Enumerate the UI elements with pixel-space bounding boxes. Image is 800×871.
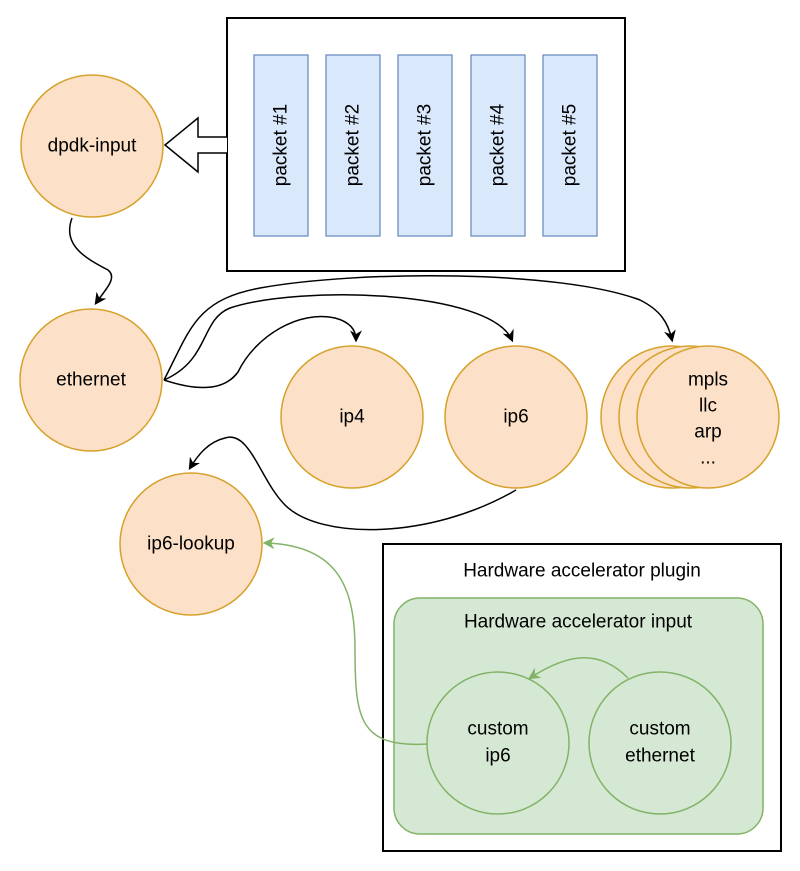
packet-2-label: packet #2 xyxy=(343,104,364,186)
node-ethernet: ethernet xyxy=(19,308,163,452)
edge-ip6-to-ip6-lookup xyxy=(188,436,517,531)
node-custom-ethernet-label-1: ethernet xyxy=(625,746,695,767)
packet-2 xyxy=(325,54,381,237)
node-ip4: ip4 xyxy=(280,345,424,489)
node-others-label-0: mpls xyxy=(688,370,728,391)
node-ip6: ip6 xyxy=(444,345,588,489)
packet-5-label: packet #5 xyxy=(560,104,581,186)
node-custom-ethernet: custom ethernet xyxy=(588,671,732,815)
node-ip6-label: ip6 xyxy=(503,407,528,428)
node-others-label-2: arp xyxy=(694,422,721,443)
edge-ethernet-to-ip4 xyxy=(163,315,362,389)
node-custom-ip6: custom ip6 xyxy=(426,671,570,815)
packet-3 xyxy=(397,54,453,237)
edge-dpdk-to-ethernet xyxy=(68,217,113,305)
packet-4 xyxy=(470,54,526,237)
hw-plugin-title: Hardware accelerator plugin xyxy=(463,561,701,582)
edge-ethernet-to-ip6 xyxy=(163,294,514,381)
node-others-label-1: llc xyxy=(699,396,717,417)
node-ip6-lookup-label: ip6-lookup xyxy=(147,534,235,555)
packet-1 xyxy=(253,54,309,237)
node-dpdk-input: dpdk-input xyxy=(20,74,164,218)
node-dpdk-input-label: dpdk-input xyxy=(48,136,137,157)
edge-custom-ip6-to-ip6-lookup xyxy=(262,537,429,746)
packet-1-label: packet #1 xyxy=(271,104,292,186)
node-others-label-3: ... xyxy=(700,448,716,469)
node-ip6-lookup: ip6-lookup xyxy=(119,472,263,616)
edge-custom-ethernet-to-custom-ip6 xyxy=(527,657,629,680)
node-custom-ip6-label-0: custom xyxy=(467,719,528,740)
packet-3-label: packet #3 xyxy=(415,104,436,186)
packet-4-label: packet #4 xyxy=(488,103,509,186)
packet-input-arrow xyxy=(163,116,227,174)
node-custom-ethernet-label-0: custom xyxy=(629,719,690,740)
node-custom-ip6-label-1: ip6 xyxy=(485,746,510,767)
hw-input-title: Hardware accelerator input xyxy=(464,612,693,633)
node-ethernet-label: ethernet xyxy=(56,370,126,391)
packet-list: packet #1 packet #2 packet #3 packet #4 … xyxy=(253,54,598,237)
packet-5 xyxy=(542,54,598,237)
node-others-stack: mpls llc arp ... xyxy=(600,345,780,489)
node-ip4-label: ip4 xyxy=(339,407,365,428)
edge-ethernet-to-others xyxy=(163,274,676,381)
